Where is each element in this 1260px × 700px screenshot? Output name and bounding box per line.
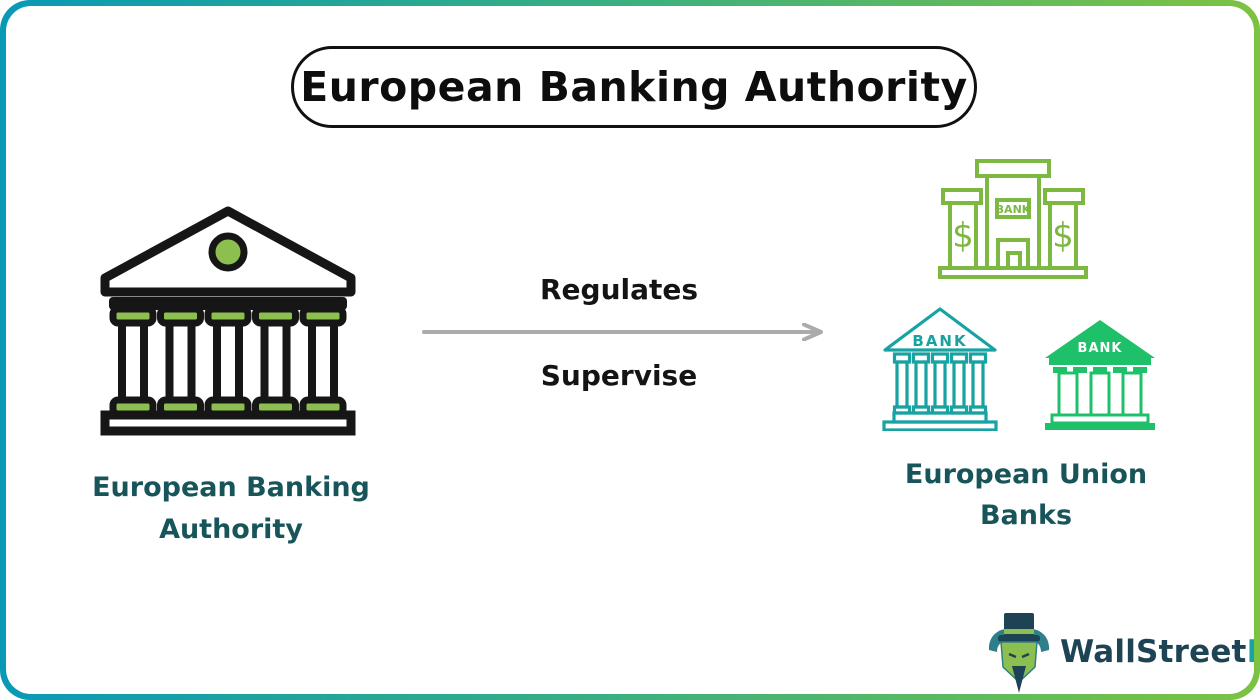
logo-text-wallstreet: WallStreet [1060,634,1247,670]
bull-mascot-icon [988,613,1050,693]
dollar-symbol-left: $ [952,216,974,256]
infographic-canvas: European Banking Authority [6,6,1254,694]
eba-bank-icon [100,206,356,436]
logo-text-mojo: Mojo [1247,634,1254,670]
dollar-symbol-right: $ [1052,216,1074,256]
supervise-label: Supervise [540,359,698,392]
arrow-icon [422,323,823,341]
regulates-label: Regulates [539,273,699,306]
dollar-bank-icon: BANK $ $ [938,159,1088,279]
green-bank-sign: BANK [1078,341,1123,356]
eba-label: European Banking Authority [56,467,406,551]
teal-bank-sign: BANK [912,332,967,350]
eu-banks-label: European Union Banks [851,454,1201,536]
logo-wordmark: WallStreetMojo [1060,634,1254,670]
wallstreetmojo-logo: WallStreetMojo [986,610,1254,694]
green-bank-icon: BANK [1045,320,1155,430]
dollar-bank-sign: BANK [996,203,1031,216]
eba-label-line1: European Banking [92,472,370,503]
title-pill: European Banking Authority [291,46,977,128]
page-title: European Banking Authority [300,63,968,111]
eu-banks-label-line1: European Union [904,459,1148,490]
teal-bank-icon: BANK [882,307,998,431]
eba-label-line2: Authority [159,514,303,545]
eu-banks-label-line2: Banks [979,500,1073,531]
